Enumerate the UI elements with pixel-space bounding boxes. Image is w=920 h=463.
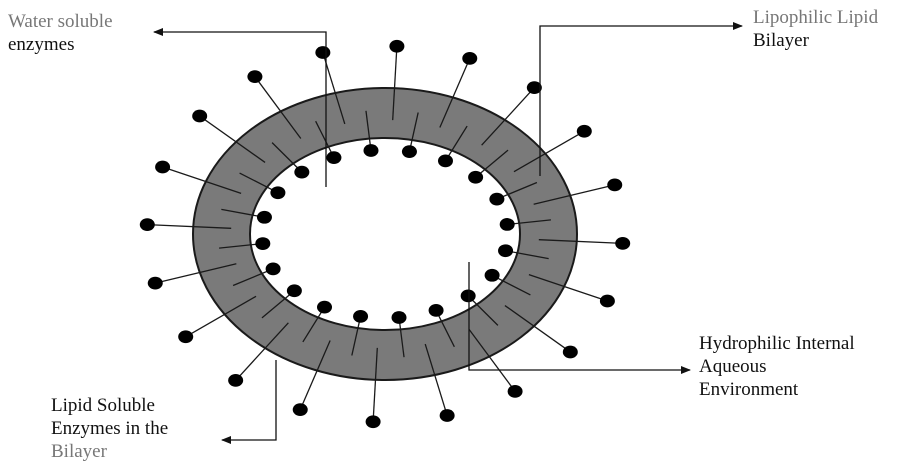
lipid-head [577,125,592,138]
lipid-head [440,409,455,422]
lipid-head [498,244,513,257]
lipid-head [192,110,207,123]
label-line: Water soluble [8,10,113,33]
lipid-head [287,284,302,297]
lipid-head [317,301,332,314]
lipid-head [353,310,368,323]
lipid-head [366,415,381,428]
lipid-head [140,218,155,231]
label-line: Bilayer [51,440,168,463]
lipid-head [247,70,262,83]
lipid-head [500,218,515,231]
label-line: Aqueous [699,355,855,378]
label-line: Hydrophilic Internal [699,332,855,355]
label-line: Bilayer [753,29,878,52]
label-lipid-soluble-enzymes: Lipid Soluble Enzymes in the Bilayer [51,394,168,463]
lipid-head [255,237,270,250]
lipid-head [270,186,285,199]
lipid-head [293,403,308,416]
label-line: Lipid Soluble [51,394,168,417]
lipid-head [315,46,330,59]
lipid-head [178,330,193,343]
lipid-head [155,161,170,174]
lipid-head [461,290,476,303]
lipid-head [489,193,504,206]
lipid-head [389,40,404,53]
lipid-head [402,145,417,158]
lipid-head [468,171,483,184]
lipid-head [266,263,281,276]
lipid-head [228,374,243,387]
label-line: Enzymes in the [51,417,168,440]
label-water-soluble-enzymes: Water soluble enzymes [8,10,113,56]
lipid-head [148,277,163,290]
lipid-head [429,304,444,317]
lipid-head [615,237,630,250]
lipid-bilayer-ring [193,88,577,380]
lipid-head [462,52,477,65]
lipid-head [508,385,523,398]
lipid-head [607,179,622,192]
lipid-head [438,154,453,167]
lipid-head [257,211,272,224]
lipophilic-pointer [540,26,742,176]
lipid-head [600,295,615,308]
label-lipophilic-lipid-bilayer: Lipophilic Lipid Bilayer [753,6,878,52]
label-line: Lipophilic Lipid [753,6,878,29]
lipid-soluble-pointer [222,360,276,440]
lipid-head [326,151,341,164]
lipid-head [392,311,407,324]
lipid-head [563,346,578,359]
label-line: enzymes [8,33,113,56]
lipid-head [363,144,378,157]
lipid-head [294,166,309,179]
label-hydrophilic-internal-environment: Hydrophilic Internal Aqueous Environment [699,332,855,401]
lipid-head [485,269,500,282]
label-line: Environment [699,378,855,401]
